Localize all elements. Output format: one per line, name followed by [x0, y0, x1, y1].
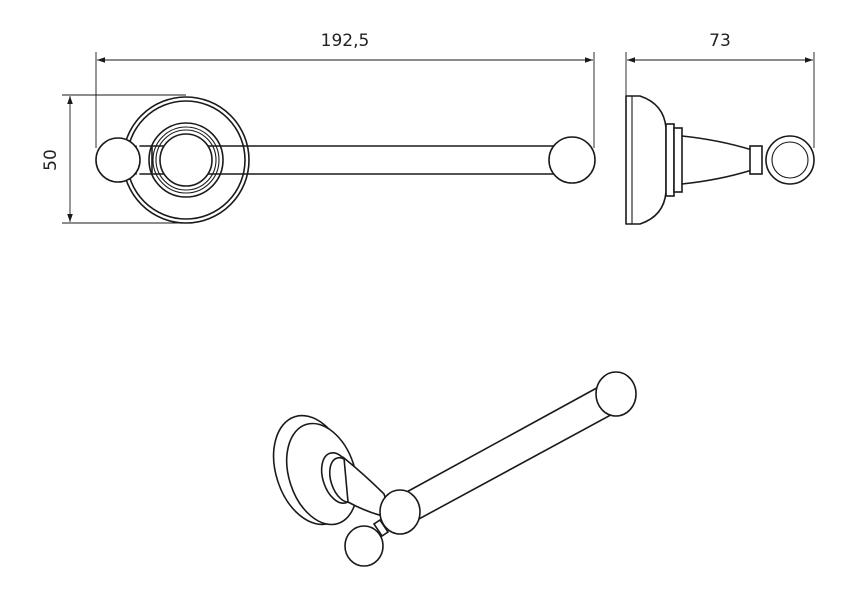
right-end-knob — [548, 136, 596, 184]
iso-far-knob — [595, 371, 637, 417]
side-stem-collar — [749, 145, 763, 175]
side-bar-inner — [771, 141, 809, 179]
iso-collar — [372, 518, 390, 538]
front-view: 192,5 50 — [41, 31, 596, 224]
collar-ring-1 — [152, 126, 220, 194]
collar-ring-2 — [155, 129, 217, 191]
side-stem — [681, 135, 753, 185]
side-ring-2 — [673, 127, 683, 193]
post-disc — [159, 133, 213, 187]
iso-post-knob — [379, 489, 421, 535]
iso-view — [272, 371, 637, 567]
iso-bar — [390, 382, 622, 528]
width-dimension-label: 192,5 — [321, 31, 370, 51]
iso-near-knob — [344, 525, 384, 567]
height-dimension-label: 50 — [41, 149, 61, 171]
left-end-knob — [95, 137, 141, 183]
side-ring-1 — [665, 123, 675, 197]
side-view: 73 — [625, 31, 815, 225]
side-bar-outer — [765, 135, 815, 185]
depth-dimension-label: 73 — [709, 31, 731, 51]
